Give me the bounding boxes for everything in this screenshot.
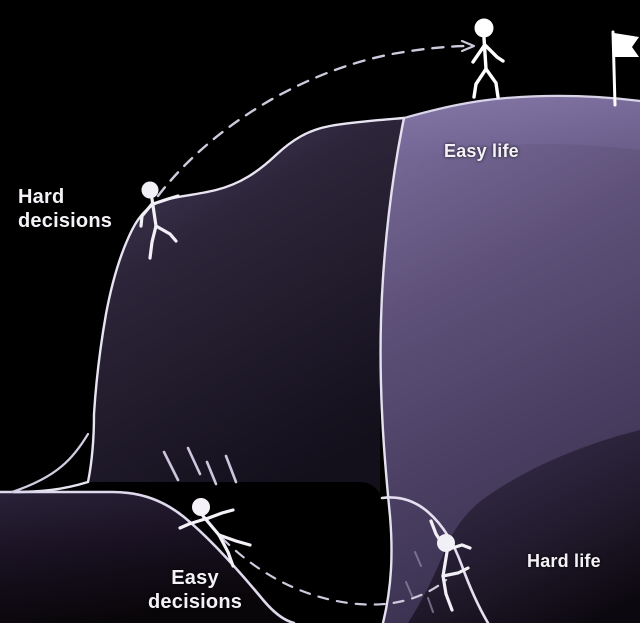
mountain-outline-summit	[402, 94, 640, 120]
cliff-climber-arm-down	[139, 202, 154, 228]
struggler-arm-up	[429, 519, 447, 550]
cliff-climber-arm-up	[151, 194, 180, 206]
goal-flag	[611, 30, 639, 107]
slider-leg-a	[217, 533, 252, 547]
slider-motion-lines	[162, 446, 238, 486]
motion-line-1	[162, 450, 180, 482]
struggler-arm-grip	[447, 543, 472, 551]
upper-dashed-arc	[156, 44, 472, 198]
flag-banner	[614, 33, 639, 57]
lower-plateau	[0, 492, 292, 623]
cliff-climber-head	[141, 181, 159, 199]
struggler-figure	[429, 519, 472, 612]
label-easy-decisions: Easy decisions	[148, 567, 243, 614]
summit-walker-leg-back	[472, 67, 488, 99]
texture-line-1	[414, 551, 422, 567]
cliff-climber-leg-planted	[154, 224, 178, 243]
mountain-dark-face	[88, 118, 404, 494]
motion-line-4	[224, 454, 238, 484]
slider-leg-b	[217, 533, 235, 568]
summit-walker-arm-back	[471, 44, 486, 64]
lower-plateau-outline	[0, 490, 296, 623]
motion-line-2	[186, 446, 202, 476]
cliff-climber-leg-trailing	[148, 224, 158, 260]
slider-head	[192, 498, 210, 516]
mountain-outline-left	[12, 116, 406, 494]
lower-dashed-arc	[220, 536, 448, 606]
struggler-body	[441, 550, 449, 578]
summit-walker	[471, 18, 505, 99]
upper-arc-arrowhead	[460, 39, 476, 53]
cliff-texture-lines	[405, 551, 434, 613]
slider-arm-up	[204, 508, 235, 521]
slider-figure	[178, 498, 252, 568]
cliff-climber	[139, 181, 180, 260]
summit-cap	[400, 95, 640, 166]
flag-pole	[611, 30, 617, 107]
plateau-ledge-line	[10, 432, 90, 494]
texture-line-3	[427, 597, 434, 613]
slider-arm-back	[178, 517, 207, 530]
mountain-center-ridge	[379, 116, 406, 623]
label-hard-decisions: Hard decisions	[18, 186, 113, 233]
summit-walker-body	[482, 36, 488, 71]
struggler-leg-a	[441, 566, 470, 578]
summit-walker-leg-front	[484, 67, 500, 99]
summit-walker-head	[474, 18, 494, 38]
motion-line-3	[205, 460, 218, 486]
summit-walker-arm-front	[483, 43, 505, 63]
texture-line-2	[405, 581, 413, 597]
mountain-bright-face	[379, 95, 640, 623]
label-easy-life: Easy life	[444, 141, 519, 161]
struggler-leg-b	[441, 574, 454, 612]
label-hard-life: Hard life	[527, 551, 601, 571]
